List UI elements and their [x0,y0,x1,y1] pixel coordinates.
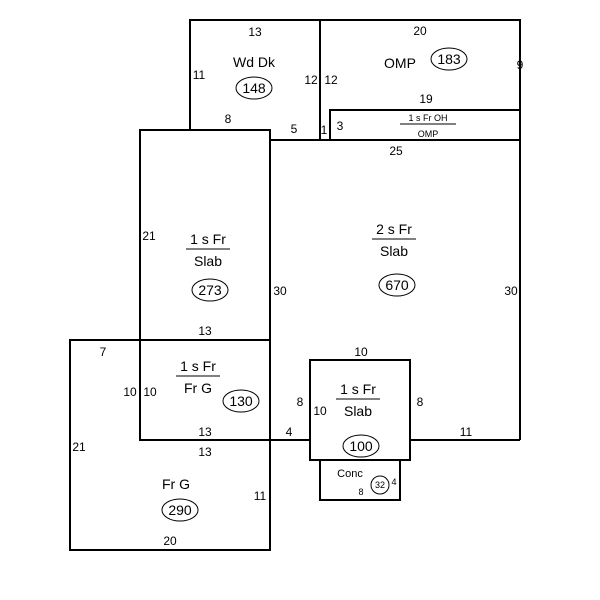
dim-upper-left-bottom: 13 [198,324,212,338]
entry-top-label: 1 s Fr [340,381,376,397]
dim-mid-30: 30 [273,284,287,298]
dim-right-30: 30 [504,284,518,298]
dim-conc-bottom: 8 [358,487,363,497]
dim-wing-left-a: 10 [123,385,137,399]
dim-deck-bottom: 8 [225,112,232,126]
omp-outline [320,19,521,440]
left-one-story-area: 273 [198,282,222,298]
dim-overhang-top: 19 [419,92,433,106]
garage-label: Fr G [162,476,190,492]
wing-area: 130 [229,393,253,409]
concrete-area: 32 [375,480,385,490]
deck-label: Wd Dk [233,54,276,70]
dim-garage-right: 11 [254,489,267,503]
dim-entry-right: 8 [417,395,424,409]
wing-area-ellipse [222,389,260,413]
dim-omp-left: 12 [324,73,338,87]
dim-conc-right: 4 [391,477,396,487]
omp-area: 183 [437,51,461,67]
garage-area-ellipse [161,498,199,522]
dim-omp-right: 9 [517,58,524,72]
entry-bottom-label: Slab [344,403,372,419]
two-story-area-ellipse [378,273,416,297]
two-story-top-label: 2 s Fr [376,221,412,237]
wood-deck-outline [189,19,321,140]
dim-7: 7 [100,345,107,359]
left-one-story-top-label: 1 s Fr [190,231,226,247]
dim-3: 3 [337,119,344,133]
outline [69,19,521,551]
omp-area-ellipse [430,47,468,71]
dim-bottom-right: 11 [460,425,473,439]
dim-garage-top: 13 [198,445,212,459]
wing-top-label: 1 s Fr [180,358,216,374]
left-one-story-bottom-label: Slab [194,253,222,269]
dim-25: 25 [389,144,403,158]
dim-wing-bottom: 13 [198,425,212,439]
deck-area: 148 [242,80,266,96]
deck-area-ellipse [235,76,273,100]
entry-area: 100 [349,438,373,454]
dim-entry-inner: 10 [313,404,327,418]
concrete-outline [319,459,401,501]
dim-wing-left-b: 10 [143,385,157,399]
overhang-bottom-label: OMP [418,129,439,139]
omp-label: OMP [384,55,416,71]
garage-outline [69,339,271,551]
dim-deck-left: 11 [193,68,206,82]
dim-1: 1 [321,123,328,137]
two-story-bottom-label: Slab [380,243,408,259]
dim-garage-bottom: 20 [163,534,177,548]
dim-entry-top: 10 [354,345,368,359]
overhang-top-label: 1 s Fr OH [408,113,447,123]
dim-5: 5 [291,122,298,136]
dim-4: 4 [286,425,293,439]
dim-left-upper: 21 [142,229,156,243]
overhang-outline [329,109,520,140]
two-story-area: 670 [385,277,409,293]
dim-omp-top: 20 [413,24,427,38]
concrete-label: Conc [337,468,363,480]
dim-deck-right: 12 [304,73,318,87]
dim-garage-left: 21 [72,440,86,454]
entry-area-ellipse [342,434,380,458]
dim-entry-left: 8 [297,395,304,409]
dim-deck-top: 13 [248,25,262,39]
garage-area: 290 [168,502,192,518]
wing-outline [139,340,310,441]
wing-bottom-label: Fr G [184,380,212,396]
left-area-ellipse [191,278,229,302]
concrete-area-ellipse [370,475,390,495]
